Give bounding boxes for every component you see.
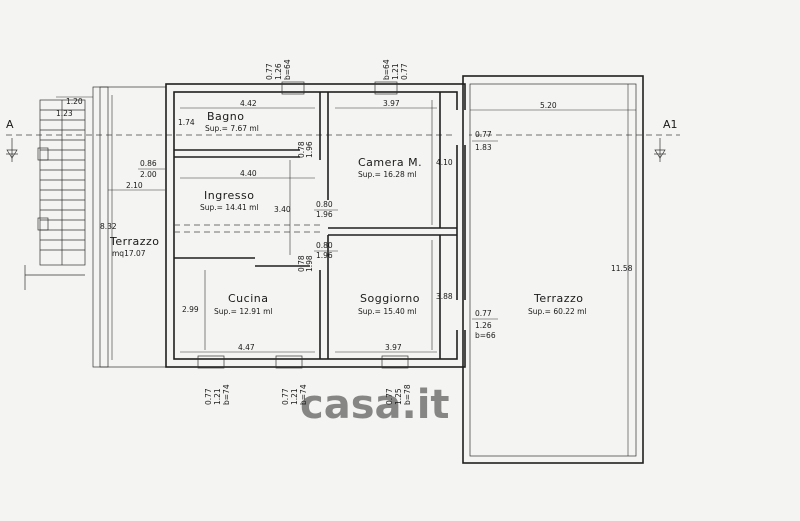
room-area-ingresso: Sup.= 14.41 ml	[200, 203, 259, 212]
room-ingresso: Ingresso Sup.= 14.41 ml 4.40 3.40	[200, 169, 291, 214]
window-top-2-w: 0.77	[400, 63, 409, 80]
dim-door-bagno-v2: 1.96	[305, 141, 314, 158]
section-line: A A1	[6, 118, 680, 162]
dim-camera-height: 4.10	[436, 158, 453, 167]
room-name-cucina: Cucina	[228, 292, 268, 305]
room-area-camera: Sup.= 16.28 ml	[358, 170, 417, 179]
section-label-right: A1	[663, 118, 678, 131]
staircase	[24, 99, 86, 290]
dim-soggiorno-height: 3.88	[436, 292, 453, 301]
room-camera: Camera M. Sup.= 16.28 ml 3.97 4.10	[358, 99, 453, 179]
window-bottom-3-h: 1.25	[394, 388, 403, 405]
window-bottom-2-b: b=74	[299, 384, 308, 405]
left-terrace: 2.10 8.32 Terrazzo mq17.07 1.20 1.23	[56, 86, 167, 368]
dim-soggiorno-width: 3.97	[385, 343, 402, 352]
main-walls	[165, 83, 469, 368]
dim-left-terrace-width: 2.10	[126, 181, 143, 190]
section-marker-right	[654, 138, 666, 162]
dim-camera-width: 3.97	[383, 99, 400, 108]
dim-door-soggiorno-2: 1.96	[316, 251, 333, 260]
room-area-terrazzo-left: mq17.07	[112, 249, 146, 258]
window-top-1-w: 0.77	[265, 63, 274, 80]
room-name-terrazzo-right: Terrazzo	[533, 292, 584, 305]
window-top-1-b: b=64	[283, 59, 292, 80]
dim-door-terrazzo-3: b=66	[475, 331, 496, 340]
watermark: casa.it	[300, 382, 450, 428]
dim-door-camera-2: 1.83	[475, 143, 492, 152]
windows-top: 0.77 1.26 b=64 0.77 1.21 b=64	[265, 59, 409, 95]
room-cucina: Cucina Sup.= 12.91 ml 4.47 2.99	[182, 292, 273, 352]
dim-cucina-width: 4.47	[238, 343, 255, 352]
dim-cucina-height: 2.99	[182, 305, 199, 314]
window-top-2-b: b=64	[382, 59, 391, 80]
dim-door-terrazzo-1: 0.77	[475, 309, 492, 318]
dim-door-bagno-v1: 0.78	[297, 141, 306, 158]
window-top-1-h: 1.26	[274, 63, 283, 80]
dim-bagno-height: 1.74	[178, 118, 195, 127]
window-bottom-3-b: b=78	[403, 384, 412, 405]
dim-terrazzo-width: 5.20	[540, 101, 557, 110]
room-name-ingresso: Ingresso	[204, 189, 254, 202]
window-top-2-h: 1.21	[391, 63, 400, 80]
windows-bottom: 0.77 1.21 b=74 0.77 1.21 b=74 0.77 1.25 …	[197, 355, 412, 405]
room-name-terrazzo-left: Terrazzo	[109, 235, 160, 248]
dim-top-left-a: 1.20	[66, 97, 83, 106]
room-area-cucina: Sup.= 12.91 ml	[214, 307, 273, 316]
window-bottom-2-h: 1.21	[290, 388, 299, 405]
dim-bagno-width: 4.42	[240, 99, 257, 108]
dim-window-left-2: 2.00	[140, 170, 157, 179]
door-annotations: 0.86 2.00 0.80 1.96 0.80 1.96 0.77 1.83 …	[138, 130, 498, 340]
dim-left-terrace-height: 8.32	[100, 222, 117, 231]
window-bottom-1-b: b=74	[222, 384, 231, 405]
dim-door-terrazzo-2: 1.26	[475, 321, 492, 330]
dim-door-camera-1: 0.77	[475, 130, 492, 139]
room-dimension-lines	[180, 100, 437, 353]
room-name-camera: Camera M.	[358, 156, 422, 169]
dim-door-ingresso-2: 1.96	[316, 210, 333, 219]
window-bottom-3-w: 0.77	[385, 388, 394, 405]
dim-ingresso-width: 4.40	[240, 169, 257, 178]
room-area-soggiorno: Sup.= 15.40 ml	[358, 307, 417, 316]
room-bagno: Bagno Sup.= 7.67 ml 4.42 1.74	[178, 99, 259, 133]
window-bottom-1-h: 1.21	[213, 388, 222, 405]
section-label-left: A	[6, 118, 14, 131]
window-bottom-1-w: 0.77	[204, 388, 213, 405]
room-name-soggiorno: Soggiorno	[360, 292, 420, 305]
dim-door-cucina-v2: 1.98	[305, 255, 314, 272]
section-marker-left	[6, 138, 18, 162]
dim-top-left-b: 1.23	[56, 109, 73, 118]
right-terrace: 5.20 11.58 Terrazzo Sup.= 60.22 ml	[462, 75, 644, 464]
room-soggiorno: Soggiorno Sup.= 15.40 ml 3.97 3.88	[358, 292, 453, 352]
dim-door-soggiorno-1: 0.80	[316, 241, 333, 250]
room-area-terrazzo-right: Sup.= 60.22 ml	[528, 307, 587, 316]
dim-door-ingresso-1: 0.80	[316, 200, 333, 209]
dim-terrazzo-height: 11.58	[611, 264, 633, 273]
room-name-bagno: Bagno	[207, 110, 244, 123]
dim-ingresso-height: 3.40	[274, 205, 291, 214]
window-bottom-2-w: 0.77	[281, 388, 290, 405]
dim-door-cucina-v1: 0.78	[297, 255, 306, 272]
dim-window-left-1: 0.86	[140, 159, 157, 168]
room-area-bagno: Sup.= 7.67 ml	[205, 124, 259, 133]
